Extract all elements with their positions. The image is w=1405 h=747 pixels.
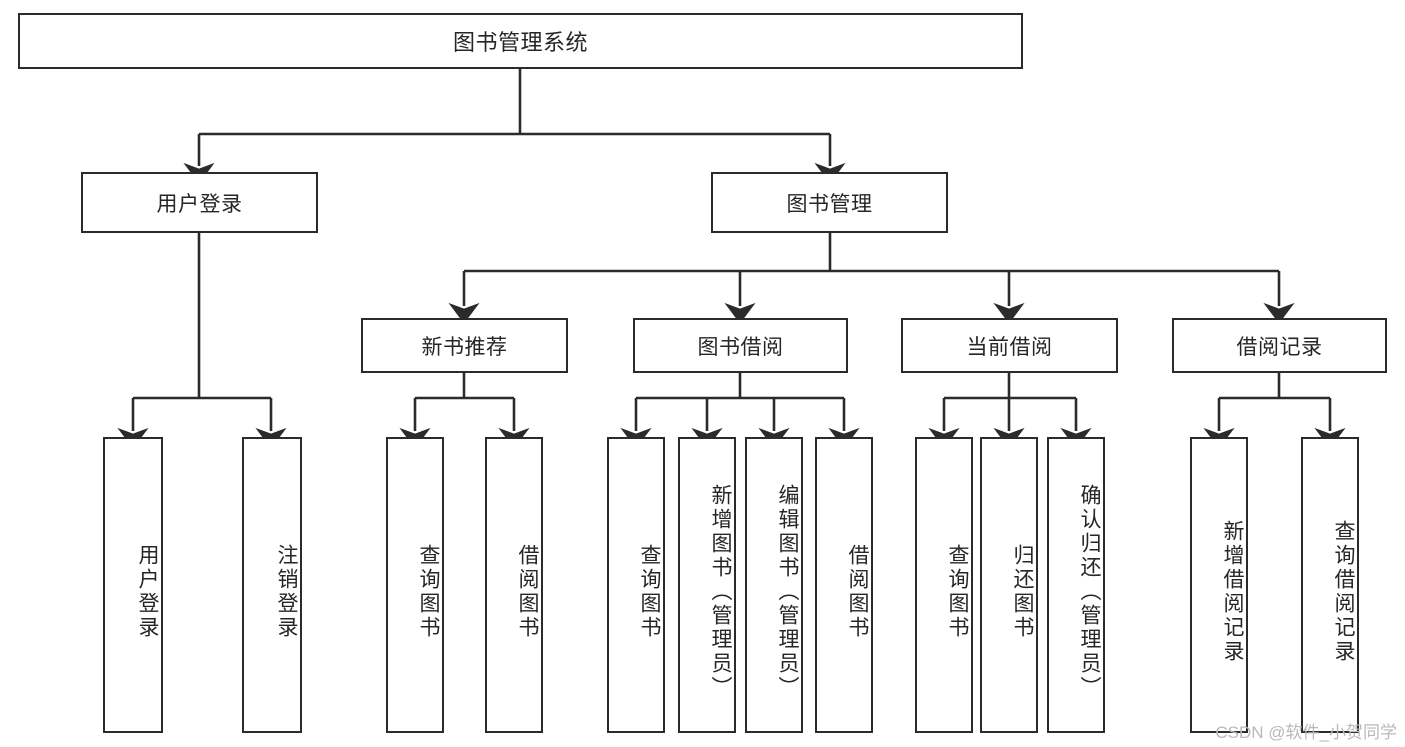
leaf-record-add[interactable]: 新增借阅记录 — [1190, 437, 1248, 733]
leaf-label: 归还图书 — [1011, 544, 1034, 640]
leaf-current-query-book[interactable]: 查询图书 — [915, 437, 973, 733]
leaf-current-confirm-return[interactable]: 确认归还（管理员） — [1047, 437, 1105, 733]
node-book-borrow[interactable]: 图书借阅 — [633, 318, 848, 373]
leaf-new-book-borrow[interactable]: 借阅图书 — [485, 437, 543, 733]
leaf-borrow-add-book[interactable]: 新增图书（管理员） — [678, 437, 736, 733]
leaf-user-login-logout[interactable]: 注销登录 — [242, 437, 302, 733]
leaf-borrow-borrow-book[interactable]: 借阅图书 — [815, 437, 873, 733]
leaf-label: 查询图书 — [417, 544, 440, 640]
leaf-label: 用户登录 — [136, 544, 159, 640]
leaf-borrow-edit-book[interactable]: 编辑图书（管理员） — [745, 437, 803, 733]
leaf-user-login-login[interactable]: 用户登录 — [103, 437, 163, 733]
leaf-label: 新增借阅记录 — [1221, 520, 1244, 664]
leaf-label: 确认归还（管理员） — [1078, 484, 1101, 700]
leaf-label: 查询借阅记录 — [1332, 520, 1355, 664]
leaf-record-query[interactable]: 查询借阅记录 — [1301, 437, 1359, 733]
leaf-label: 新增图书（管理员） — [709, 484, 732, 700]
leaf-borrow-query-book[interactable]: 查询图书 — [607, 437, 665, 733]
leaf-label: 注销登录 — [275, 544, 298, 640]
node-root-system[interactable]: 图书管理系统 — [18, 13, 1023, 69]
leaf-label: 查询图书 — [946, 544, 969, 640]
leaf-label: 借阅图书 — [846, 544, 869, 640]
node-borrow-record[interactable]: 借阅记录 — [1172, 318, 1387, 373]
leaf-label: 编辑图书（管理员） — [776, 484, 799, 700]
leaf-new-book-query[interactable]: 查询图书 — [386, 437, 444, 733]
csdn-watermark: CSDN @软件_小贺同学 — [1215, 723, 1397, 742]
leaf-label: 查询图书 — [638, 544, 661, 640]
node-user-login[interactable]: 用户登录 — [81, 172, 318, 233]
node-new-book-recommend[interactable]: 新书推荐 — [361, 318, 568, 373]
leaf-current-return-book[interactable]: 归还图书 — [980, 437, 1038, 733]
leaf-label: 借阅图书 — [516, 544, 539, 640]
node-current-borrow[interactable]: 当前借阅 — [901, 318, 1118, 373]
node-book-management[interactable]: 图书管理 — [711, 172, 948, 233]
